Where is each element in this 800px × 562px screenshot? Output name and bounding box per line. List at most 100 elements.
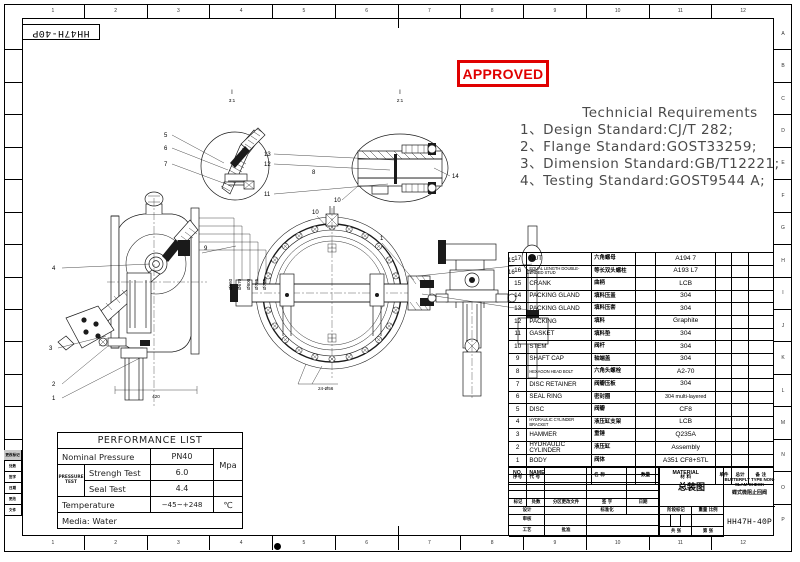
svg-text:6: 6 xyxy=(164,146,168,152)
part-name-cn: 曲柄 xyxy=(591,277,637,291)
zone-label-v: A xyxy=(781,30,785,37)
part-name-cn: 轴端盖 xyxy=(591,352,637,367)
part-name-en: HEXAGON HEAD BOLT xyxy=(526,365,593,379)
part-remark xyxy=(747,252,775,266)
bolt-hole-cross xyxy=(376,337,382,343)
part-material: 304 xyxy=(654,377,717,392)
zone-tick-left xyxy=(4,81,22,114)
part-number: 15 xyxy=(507,277,528,291)
strength-test-value: 6.0 xyxy=(150,464,214,481)
part-number: 12 xyxy=(507,314,528,329)
part-name-en: PACKING xyxy=(526,314,593,329)
valve-front-view xyxy=(230,206,434,385)
part-number: 5 xyxy=(507,403,528,417)
part-material: A2-70 xyxy=(654,365,717,379)
svg-text:Ø725: Ø725 xyxy=(254,278,259,290)
bolt-hole-cross xyxy=(265,307,271,313)
part-number: 10 xyxy=(507,340,528,354)
bolt-hole-cross xyxy=(362,347,368,353)
part-remark xyxy=(747,302,775,316)
part-qty xyxy=(635,327,656,342)
svg-text:2:1: 2:1 xyxy=(397,98,404,103)
bolt-hole-cross xyxy=(296,233,302,239)
part-weight-total xyxy=(731,289,749,304)
bolt-hole-cross xyxy=(272,323,278,329)
part-qty xyxy=(635,302,656,316)
part-material: LCB xyxy=(654,415,717,430)
part-name-cn: 填料垫 xyxy=(591,327,637,342)
zone-label-h: 2 xyxy=(83,536,147,550)
tb-label-approve: 工艺 xyxy=(522,528,532,534)
part-material: CF8 xyxy=(654,403,717,417)
zone-label-v: G xyxy=(774,211,792,244)
performance-row-temperature: Temperature −45~+248 ℃ xyxy=(57,496,243,513)
zone-label-h: 12 xyxy=(711,4,774,18)
svg-text:1: 1 xyxy=(52,396,56,402)
part-weight-total xyxy=(731,403,749,417)
part-weight-total xyxy=(731,277,749,291)
seal-test-value: 4.4 xyxy=(150,480,214,497)
zone-tick-left xyxy=(4,146,22,179)
part-weight-total xyxy=(731,377,749,392)
zone-label-v: B xyxy=(774,49,792,81)
part-weight-total xyxy=(731,428,749,442)
part-weight-total xyxy=(731,302,749,316)
part-weight-each xyxy=(715,327,733,342)
part-remark xyxy=(747,327,775,342)
revision-row: 日期 xyxy=(4,483,22,494)
technical-requirement-line: 4、Testing Standard:GOST9544 A; xyxy=(520,173,766,189)
technical-requirement-line: 2、Flange Standard:GOST33259; xyxy=(520,139,757,155)
tb-label-approve2: 批准 xyxy=(561,528,571,534)
tb-label-sign: 签 字 xyxy=(601,499,613,505)
bolt-hole-cross xyxy=(346,226,352,232)
bolt-hole-cross xyxy=(282,243,288,249)
bolt-hole-cross xyxy=(393,307,399,313)
assembly-drawing-label: 总装图 xyxy=(677,483,705,493)
part-weight-each xyxy=(715,390,733,405)
bolt-hole-cross xyxy=(346,354,352,360)
tb-label-std: 标准化 xyxy=(600,507,614,513)
part-name-cn: 重锤 xyxy=(591,428,637,442)
tb-label-weight-scale: 重量 比例 xyxy=(698,507,718,513)
seal-test-unit-spacer xyxy=(213,480,243,497)
tb-label-date: 日期 xyxy=(638,499,648,505)
bolt-hole-cross xyxy=(312,226,318,232)
zone-tick-left xyxy=(4,341,22,373)
nominal-pressure-value: PN40 xyxy=(150,448,214,465)
revision-row: 签字 xyxy=(4,472,22,483)
zone-label-v: D xyxy=(774,114,792,146)
zone-tick-left xyxy=(4,18,22,49)
technical-requirement-line: 3、Dimension Standard:GB/T12221; xyxy=(520,156,780,172)
seal-test-label: Seal Test xyxy=(84,480,151,497)
zone-label-h: 8 xyxy=(460,536,523,550)
zone-label-h: 4 xyxy=(209,536,272,550)
part-name-en: STEM xyxy=(526,340,593,354)
part-name-en: DISC RETAINER xyxy=(526,377,593,392)
part-name-cn: 填料压盖 xyxy=(591,289,637,304)
bolt-hole-cross xyxy=(386,323,392,329)
part-name-cn: 阀杆 xyxy=(591,340,637,354)
drawing-number-cell: HH47H-40P xyxy=(723,507,775,537)
strength-test-label: Strengh Test xyxy=(84,464,151,481)
detail-view-right xyxy=(351,133,449,203)
part-name-en: SHAFT CAP xyxy=(526,352,593,367)
zone-label-h: 3 xyxy=(146,4,210,18)
part-qty xyxy=(635,264,656,279)
zone-label-h: 9 xyxy=(523,536,586,550)
temperature-unit: ℃ xyxy=(213,496,243,513)
part-number: 4 xyxy=(507,415,528,430)
zone-label-v: P xyxy=(774,503,792,536)
part-name-en: HYDRAULIC CYLINDER xyxy=(526,440,593,456)
part-weight-total xyxy=(731,314,749,329)
part-number: 3 xyxy=(507,428,528,442)
revision-row: 处数 xyxy=(4,461,22,472)
part-weight-each xyxy=(715,314,733,329)
performance-title: PERFORMANCE LIST xyxy=(57,432,243,449)
part-weight-total xyxy=(731,327,749,342)
assembly-drawing-cell: 总装图 xyxy=(659,467,723,507)
zone-label-h: 8 xyxy=(460,4,523,18)
